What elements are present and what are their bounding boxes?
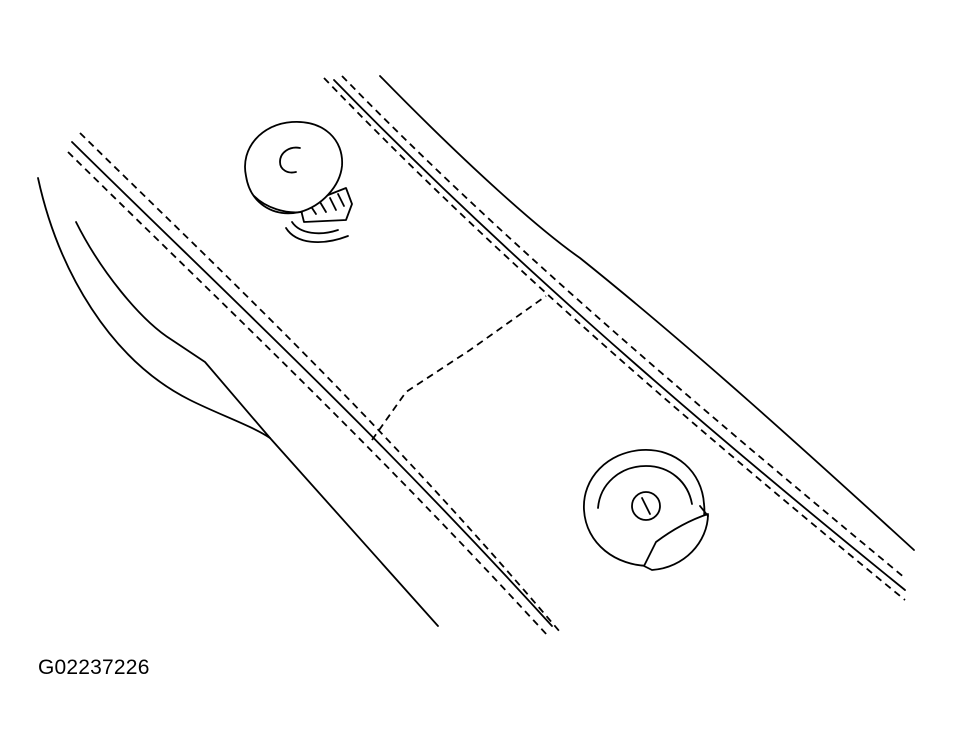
hidden-section-outline — [371, 295, 547, 441]
right-molding-edge — [323, 75, 915, 601]
left-panel-contour — [37, 177, 439, 627]
figure-id-label: G02237226 — [38, 656, 150, 679]
push-pin-clip-icon — [244, 121, 353, 243]
left-molding-edge — [67, 132, 561, 637]
round-clip-icon — [583, 449, 709, 571]
